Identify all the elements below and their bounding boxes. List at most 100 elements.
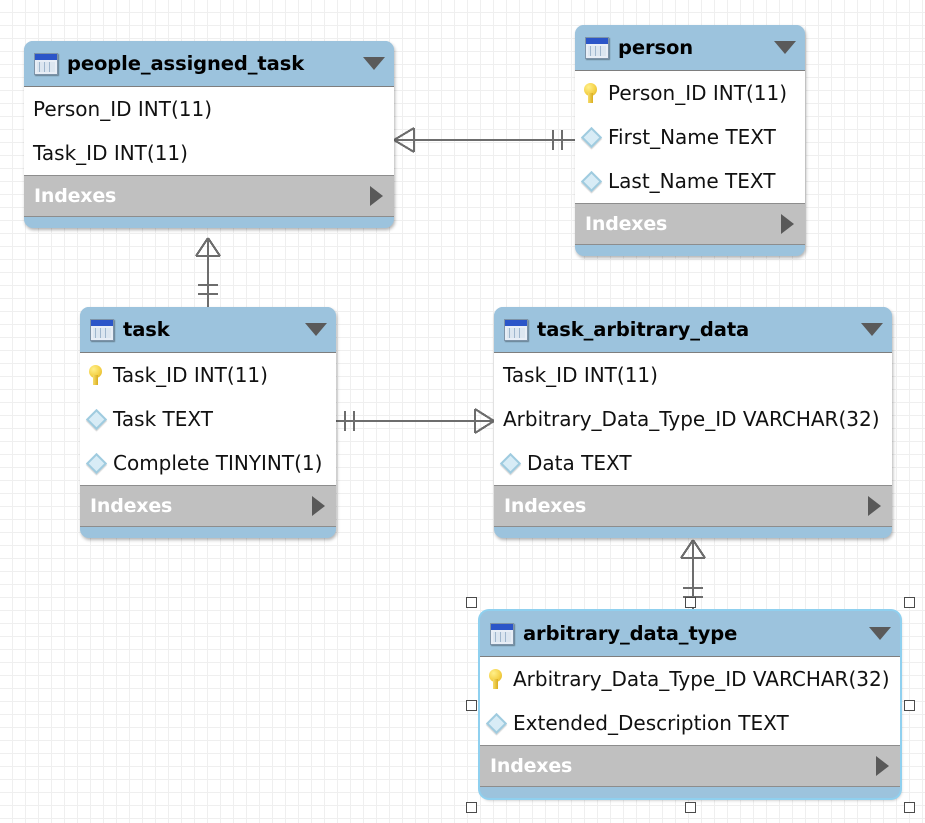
table-columns-people_assigned_task: Person_ID INT(11) Task_ID INT(11) [24,86,394,175]
table-icon [585,36,609,59]
column-diamond-icon [85,408,113,430]
table-columns-task: Task_ID INT(11) Task TEXT Complete TINYINT… [80,352,336,485]
table-name: task_arbitrary_data [537,318,750,341]
column-row[interactable]: Person_ID INT(11) [24,87,394,131]
column-label: Person_ID INT(11) [608,81,787,105]
relationship-people_assigned_task-task [195,237,221,307]
column-row[interactable]: Data TEXT [494,441,892,485]
chevron-right-icon[interactable] [312,496,325,516]
table-name: person [618,36,694,59]
chevron-right-icon[interactable] [781,214,794,234]
column-row[interactable]: First_Name TEXT [575,115,805,159]
diamond-glyph [580,170,603,192]
relationship-people_assigned_task-person [393,127,575,153]
chevron-down-icon[interactable] [305,323,327,336]
indexes-section-people_assigned_task[interactable]: Indexes [24,175,394,217]
key-glyph [489,669,502,689]
column-label: Extended_Description TEXT [513,711,789,735]
table-columns-person: Person_ID INT(11) First_Name TEXT Last_Nam… [575,70,805,203]
column-diamond-icon [580,126,608,148]
column-label: Arbitrary_Data_Type_ID VARCHAR(32) [513,667,890,691]
table-name: people_assigned_task [67,52,305,75]
table-columns-task_arbitrary_data: Task_ID INT(11) Arbitrary_Data_Type_ID VA… [494,352,892,485]
column-label: Person_ID INT(11) [33,97,212,121]
chevron-down-icon[interactable] [861,323,883,336]
indexes-section-task_arbitrary_data[interactable]: Indexes [494,485,892,527]
column-label: Complete TINYINT(1) [113,451,323,475]
table-icon [504,318,528,341]
table-header-task_arbitrary_data[interactable]: task_arbitrary_data [494,307,892,352]
table-icon [34,52,58,75]
diamond-glyph [499,452,522,474]
table-columns-arbitrary_data_type: Arbitrary_Data_Type_ID VARCHAR(32) Extend… [480,656,900,745]
column-diamond-icon [485,712,513,734]
indexes-label: Indexes [504,495,587,517]
column-row[interactable]: Task_ID INT(11) [80,353,336,397]
chevron-down-icon[interactable] [774,41,796,54]
column-label: Task_ID INT(11) [113,363,268,387]
column-label: Task_ID INT(11) [33,141,188,165]
column-label: Data TEXT [527,451,632,475]
indexes-label: Indexes [490,755,573,777]
chevron-down-icon[interactable] [363,57,385,70]
diamond-glyph [580,126,603,148]
selection-handle-n[interactable] [685,597,696,608]
diamond-glyph [85,408,108,430]
indexes-section-person[interactable]: Indexes [575,203,805,245]
indexes-label: Indexes [34,185,117,207]
table-icon [490,622,514,645]
table-name: task [123,318,170,341]
column-label: First_Name TEXT [608,125,776,149]
primary-key-icon [489,669,513,689]
table-header-person[interactable]: person [575,25,805,70]
column-row[interactable]: Complete TINYINT(1) [80,441,336,485]
indexes-section-task[interactable]: Indexes [80,485,336,527]
selection-handle-e[interactable] [904,699,915,711]
selection-handle-sw[interactable] [466,802,477,813]
table-icon [90,318,114,341]
primary-key-icon [89,365,113,385]
column-diamond-icon [580,170,608,192]
column-label: Task_ID INT(11) [503,363,658,387]
chevron-right-icon[interactable] [876,756,889,776]
column-row[interactable]: Task TEXT [80,397,336,441]
diamond-glyph [485,712,508,734]
column-label: Last_Name TEXT [608,169,776,193]
indexes-label: Indexes [585,213,668,235]
selection-handle-ne[interactable] [904,597,915,608]
selection-handle-nw[interactable] [466,597,477,608]
table-header-task[interactable]: task [80,307,336,352]
column-row[interactable]: Task_ID INT(11) [494,353,892,397]
table-header-people_assigned_task[interactable]: people_assigned_task [24,41,394,86]
table-header-arbitrary_data_type[interactable]: arbitrary_data_type [480,611,900,656]
chevron-right-icon[interactable] [370,186,383,206]
selection-handle-se[interactable] [904,802,915,813]
key-glyph [89,365,102,385]
column-label: Task TEXT [113,407,213,431]
selection-handle-w[interactable] [466,699,477,711]
chevron-right-icon[interactable] [868,496,881,516]
column-row[interactable]: Arbitrary_Data_Type_ID VARCHAR(32) [480,657,900,701]
indexes-label: Indexes [90,495,173,517]
key-glyph [584,83,597,103]
indexes-section-arbitrary_data_type[interactable]: Indexes [480,745,900,787]
column-row[interactable]: Task_ID INT(11) [24,131,394,175]
column-row[interactable]: Arbitrary_Data_Type_ID VARCHAR(32) [494,397,892,441]
column-label: Arbitrary_Data_Type_ID VARCHAR(32) [503,407,880,431]
diamond-glyph [85,452,108,474]
column-row[interactable]: Person_ID INT(11) [575,71,805,115]
column-row[interactable]: Extended_Description TEXT [480,701,900,745]
relationship-task-task_arbitrary_data [336,408,495,434]
selection-handle-s[interactable] [685,802,696,813]
column-diamond-icon [85,452,113,474]
chevron-down-icon[interactable] [869,627,891,640]
column-row[interactable]: Last_Name TEXT [575,159,805,203]
table-name: arbitrary_data_type [523,622,738,645]
